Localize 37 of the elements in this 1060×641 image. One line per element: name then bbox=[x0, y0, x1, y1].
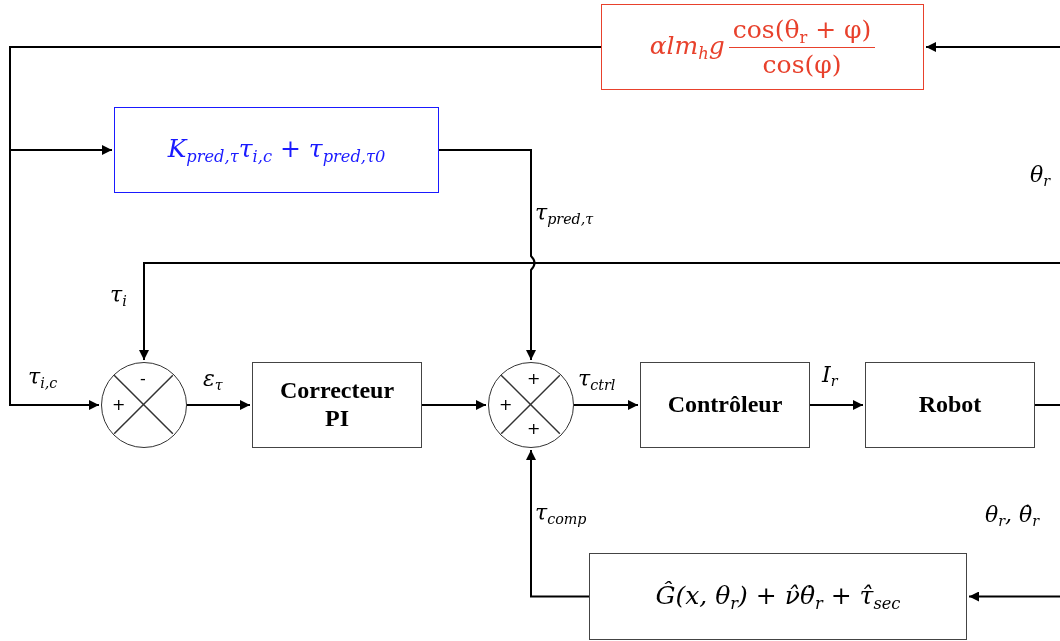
edge-label: τ$_{i}$ bbox=[110, 281, 127, 312]
arrow bbox=[526, 449, 590, 598]
sign-symbol: + bbox=[112, 397, 126, 413]
edge-label: τ$_{i,c}$ bbox=[28, 363, 58, 394]
edge-label: τ$_{ctrl}$ bbox=[578, 365, 616, 396]
signal-label: θ$_{r}$ bbox=[1030, 161, 1051, 192]
transfer-function-box bbox=[589, 553, 967, 640]
edge-label: I$_{r}$ bbox=[822, 361, 838, 392]
sign-symbol: + bbox=[527, 371, 541, 387]
formula-text: K$_{pred,τ}$τ$_{i,c}$ + τ$_{pred,τ0}$ bbox=[167, 134, 386, 166]
transfer-function-box bbox=[114, 107, 439, 193]
numerator-text: cos(θ$_{r}$ + φ) bbox=[728, 15, 876, 48]
transfer-function-box bbox=[601, 4, 924, 90]
sign-symbol: - bbox=[140, 371, 146, 387]
denominator-text: cos(φ) bbox=[762, 48, 842, 79]
arrow bbox=[438, 149, 536, 361]
arrow bbox=[421, 400, 487, 410]
arrow bbox=[186, 400, 251, 410]
process-box bbox=[865, 362, 1035, 448]
formula-text: Ĝ(x, θ$_{r}$) + ν̂θ̇$_{r}$ + τ̂$_{sec}$ bbox=[655, 580, 901, 613]
arrow bbox=[968, 591, 1060, 602]
box-label: Correcteur PI bbox=[278, 377, 396, 433]
arrow bbox=[139, 262, 1060, 361]
process-box bbox=[640, 362, 810, 448]
formula-text: αlm$_{h}$g bbox=[649, 31, 725, 63]
arrow bbox=[925, 42, 1060, 52]
box-label: Robot bbox=[918, 391, 982, 419]
edge-label: θ$_{r}$, θ̇$_{r}$ bbox=[985, 501, 1040, 532]
sign-symbol: + bbox=[527, 421, 541, 437]
arrow bbox=[573, 400, 639, 410]
sign-symbol: + bbox=[499, 397, 513, 413]
process-box bbox=[252, 362, 422, 448]
arrow bbox=[809, 400, 864, 410]
edge-label: τ$_{pred,τ}$ bbox=[535, 199, 594, 230]
edge-label: ε$_{τ}$ bbox=[203, 365, 223, 396]
edge-label: τ$_{comp}$ bbox=[535, 499, 587, 530]
box-label: Contrôleur bbox=[667, 391, 783, 419]
